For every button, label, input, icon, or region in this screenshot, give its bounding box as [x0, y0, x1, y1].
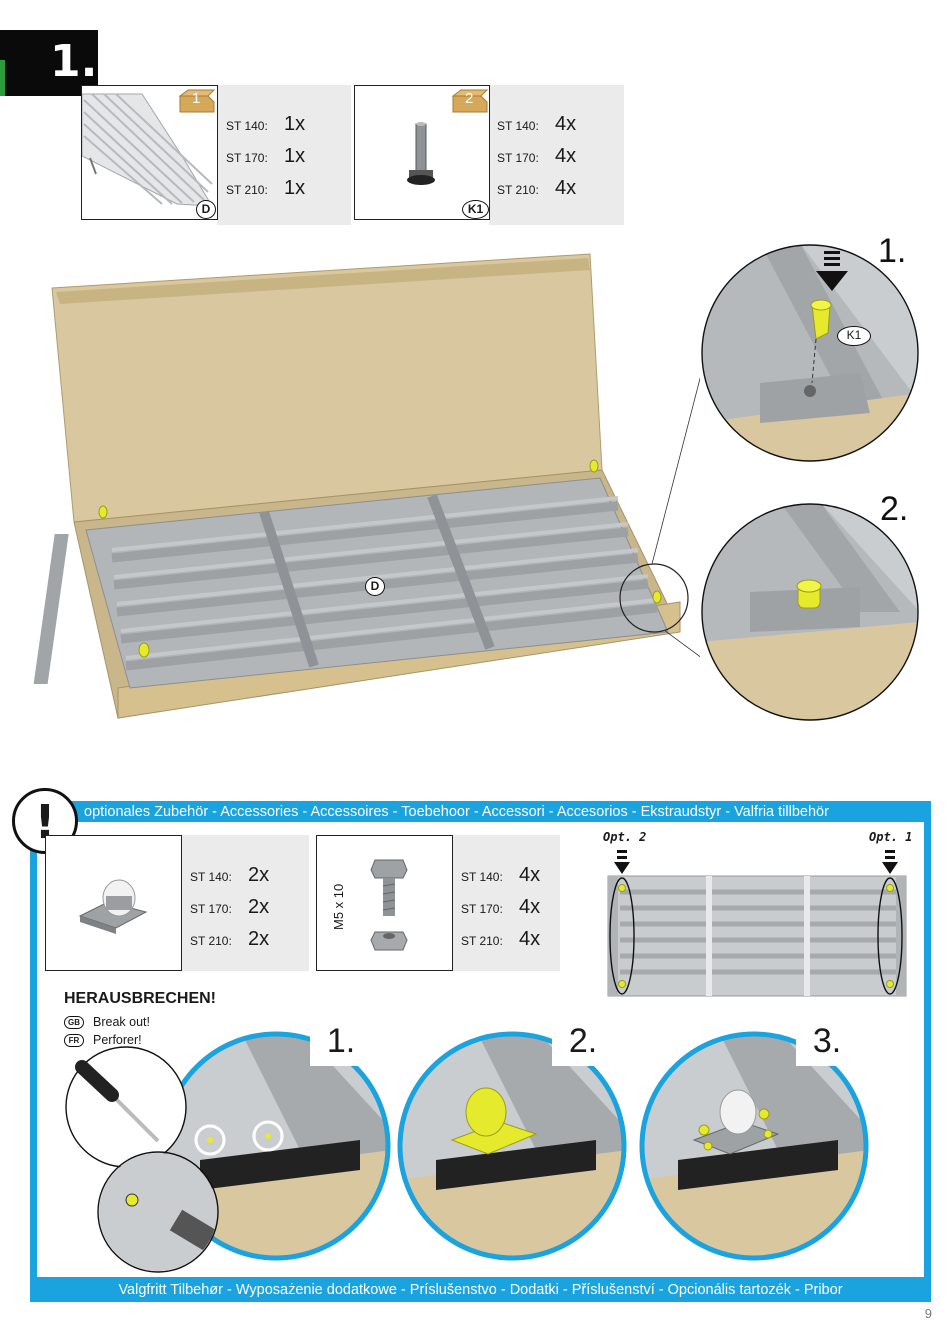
part-label-d-main: D — [365, 577, 385, 596]
qty-row: ST 170:4x — [497, 145, 577, 167]
break-out-heading: HERAUSBRECHEN! — [64, 990, 217, 1007]
qty-row: ST 170:1x — [226, 145, 306, 167]
accessory-step-3: 3. — [796, 1016, 858, 1066]
part-2-image-box: 2 K1 — [354, 85, 490, 220]
language-row: FR Perforer! — [64, 1033, 142, 1047]
step-badge-accent — [0, 60, 5, 96]
accessory-step-3-circle — [639, 1031, 869, 1261]
screw-nut-illustration — [370, 859, 408, 951]
part-2-qty-panel — [489, 85, 624, 225]
detail-circle-2 — [701, 503, 919, 721]
detail-step-2: 2. — [880, 490, 909, 528]
language-text: Break out! — [93, 1015, 150, 1029]
detail-label-k1: K1 — [837, 326, 871, 346]
base-top-view-illustration — [607, 850, 907, 997]
language-code-gb: GB — [64, 1015, 84, 1029]
caster-wheel-illustration — [78, 879, 148, 934]
accessory-step-1: 1. — [310, 1016, 372, 1066]
qty-row: ST 170:2x — [190, 896, 270, 918]
detail-circle-1 — [701, 244, 919, 462]
banner-bottom: Valgfritt Tilbehør - Wyposażenie dodatko… — [118, 1282, 843, 1298]
accessory-step-2-circle — [397, 1031, 627, 1261]
banner-top: optionales Zubehör - Accessories - Acces… — [84, 804, 829, 820]
qty-row: ST 210:1x — [226, 177, 306, 199]
part-label-d: D — [196, 200, 216, 219]
option-2-label: Opt. 2 — [603, 830, 647, 844]
accessory-2-qty-panel — [452, 835, 560, 971]
box-with-base-illustration — [33, 253, 700, 719]
language-text: Perforer! — [93, 1033, 142, 1047]
part-1-image-box: 1 D — [81, 85, 218, 220]
part-label-k1: K1 — [462, 200, 489, 219]
box-number: 1 — [192, 90, 201, 107]
accessory-1-qty-panel — [181, 835, 309, 971]
slatted-base-illustration — [82, 93, 213, 207]
qty-row: ST 210:4x — [497, 177, 577, 199]
box-number: 2 — [465, 90, 474, 107]
qty-row: ST 210:4x — [461, 928, 541, 950]
accessory-step-2: 2. — [552, 1016, 614, 1066]
box-icon — [451, 89, 489, 113]
part-1-qty-panel — [217, 85, 351, 225]
qty-row: ST 140:1x — [226, 113, 306, 135]
accessory-2-image-box — [316, 835, 453, 971]
page-number: 9 — [924, 1306, 932, 1321]
screw-size-label: M5 x 10 — [331, 883, 346, 930]
screwdriver-detail-circle — [97, 1151, 219, 1273]
language-code-fr: FR — [64, 1033, 84, 1047]
box-icon — [178, 89, 216, 113]
qty-row: ST 140:4x — [497, 113, 577, 135]
qty-row: ST 170:4x — [461, 896, 541, 918]
qty-row: ST 140:2x — [190, 864, 270, 886]
accessory-1-image-box — [45, 835, 182, 971]
qty-row: ST 140:4x — [461, 864, 541, 886]
qty-row: ST 210:2x — [190, 928, 270, 950]
option-1-label: Opt. 1 — [869, 830, 913, 844]
step-badge: 1. — [0, 30, 98, 96]
foot-k1-illustration — [407, 122, 435, 185]
language-row: GB Break out! — [64, 1015, 150, 1029]
step-number: 1. — [50, 36, 98, 87]
detail-step-1: 1. — [878, 232, 907, 270]
